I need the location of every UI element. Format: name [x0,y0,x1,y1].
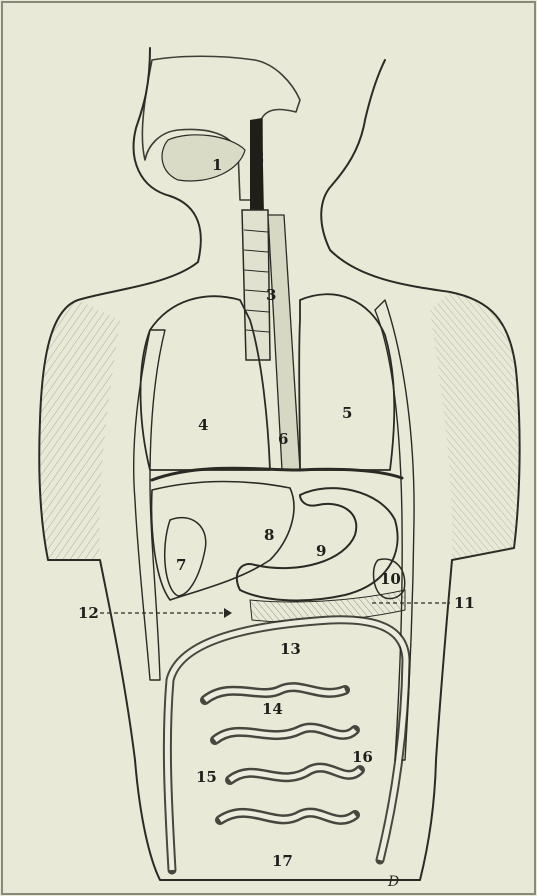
left-chest-wall [134,330,165,680]
label-3: 3 [266,286,276,304]
artist-signature: D [387,874,399,890]
tongue [162,135,245,181]
label-10: 10 [380,570,401,588]
label-8: 8 [264,526,274,544]
head-section [142,56,300,200]
label-7: 7 [176,556,186,574]
label-6: 6 [278,430,288,448]
label-16: 16 [352,748,373,766]
label-13: 13 [280,640,301,658]
label-14: 14 [262,700,283,718]
label-1: 1 [212,156,222,174]
label-2: 2 [254,148,264,166]
label-12: 12 [78,604,99,622]
label-11: 11 [454,594,475,612]
left-lung [141,296,270,470]
leader-arrow-12 [224,608,232,618]
body-outline [39,48,519,880]
label-9: 9 [316,542,326,560]
label-15: 15 [196,768,217,786]
label-17: 17 [272,852,293,870]
right-arm-shading [430,292,520,560]
label-4: 4 [198,416,208,434]
left-arm-shading [39,300,120,560]
trachea [242,210,270,360]
label-5: 5 [342,404,352,422]
diaphragm [152,468,402,480]
right-lung [299,294,394,470]
pharynx [250,118,264,215]
